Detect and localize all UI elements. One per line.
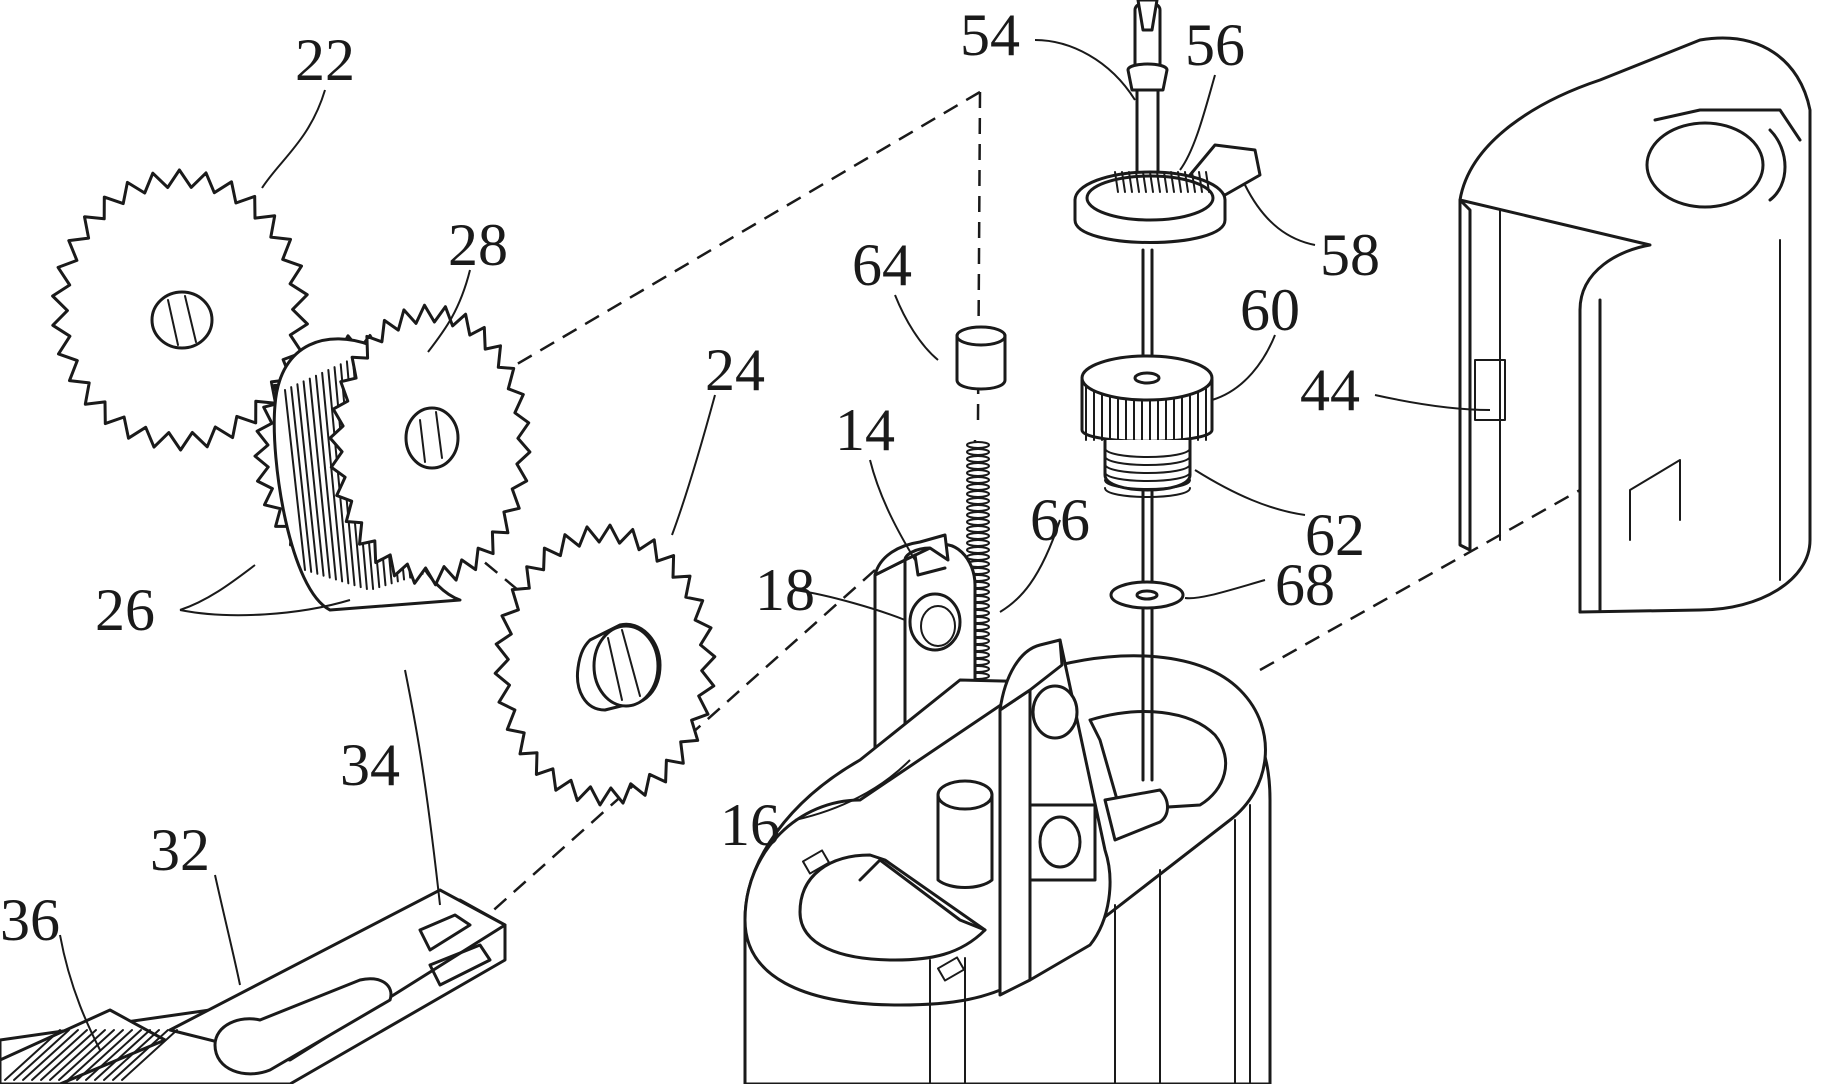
hatch-line bbox=[1170, 171, 1175, 193]
hatch-line bbox=[103, 1029, 160, 1081]
hatch-line bbox=[1163, 171, 1168, 193]
hatch-line bbox=[284, 389, 306, 571]
hatch-line bbox=[296, 383, 319, 575]
hatch-line bbox=[67, 1029, 124, 1081]
leader-lines bbox=[59, 39, 1491, 1051]
hatch-line bbox=[308, 377, 331, 579]
hatch-line bbox=[314, 374, 337, 581]
label-36: 36 bbox=[0, 887, 60, 953]
spring-coil bbox=[966, 462, 990, 470]
label-28: 28 bbox=[448, 212, 508, 278]
hatch-line bbox=[121, 1029, 178, 1081]
hatch-line bbox=[85, 1029, 142, 1081]
label-54: 54 bbox=[960, 2, 1020, 68]
spring-coil bbox=[966, 483, 990, 491]
label-68: 68 bbox=[1275, 552, 1335, 618]
gear-60 bbox=[1080, 354, 1214, 443]
valve-bracket bbox=[998, 638, 1169, 997]
label-34: 34 bbox=[340, 732, 400, 798]
spring-coil bbox=[966, 490, 990, 498]
reference-numerals: 22 28 24 26 64 14 18 66 16 34 32 36 54 5… bbox=[0, 2, 1380, 953]
hatch-line bbox=[321, 371, 344, 583]
spring-coil bbox=[966, 455, 990, 463]
label-58: 58 bbox=[1320, 222, 1380, 288]
spring-coil bbox=[1104, 447, 1191, 458]
spring-coil bbox=[966, 476, 990, 484]
hatch-line bbox=[1191, 171, 1196, 193]
spring-coil bbox=[966, 525, 990, 533]
label-56: 56 bbox=[1185, 12, 1245, 78]
gear-24 bbox=[493, 523, 717, 807]
striker-assembly-32 bbox=[0, 888, 507, 1084]
hatch-line bbox=[1114, 171, 1119, 193]
hatch-line bbox=[112, 1029, 169, 1081]
hatch-line bbox=[1205, 171, 1210, 193]
washer-68 bbox=[1109, 580, 1185, 610]
label-18: 18 bbox=[755, 557, 815, 623]
spring-coil bbox=[966, 504, 990, 512]
label-66: 66 bbox=[1030, 487, 1090, 553]
hatch-line bbox=[1135, 171, 1140, 193]
hatch-line bbox=[302, 380, 325, 577]
label-60: 60 bbox=[1240, 277, 1300, 343]
hatch-line bbox=[22, 1029, 79, 1081]
label-32: 32 bbox=[150, 817, 210, 883]
spring-coil bbox=[966, 539, 990, 547]
label-16: 16 bbox=[720, 792, 780, 858]
hatch-line bbox=[13, 1029, 70, 1081]
spring-coil bbox=[966, 553, 990, 561]
spring-coil bbox=[966, 511, 990, 519]
label-26: 26 bbox=[95, 577, 155, 643]
spring-coil bbox=[966, 469, 990, 477]
ring-56 bbox=[1073, 143, 1262, 244]
hatch-line bbox=[327, 369, 350, 585]
hatch-line bbox=[4, 1029, 61, 1081]
spring-coil bbox=[966, 441, 990, 449]
hatch-line bbox=[40, 1029, 97, 1081]
hatch-line bbox=[290, 386, 313, 573]
hatch-line bbox=[1149, 171, 1154, 193]
label-24: 24 bbox=[705, 337, 765, 403]
cover-44 bbox=[1458, 36, 1812, 614]
hatch-line bbox=[1121, 171, 1126, 193]
hatch-line bbox=[1198, 171, 1203, 193]
hatch-line bbox=[1142, 171, 1147, 193]
hatch-line bbox=[1184, 171, 1189, 193]
valve-shaft-54 bbox=[1126, 0, 1169, 782]
spring-coil bbox=[1104, 471, 1191, 482]
label-64: 64 bbox=[852, 232, 912, 298]
spring-coil bbox=[966, 448, 990, 456]
hatch-line bbox=[58, 1029, 115, 1081]
spring-coil bbox=[1104, 487, 1191, 498]
plug-64 bbox=[955, 325, 1007, 391]
spring-coil bbox=[966, 532, 990, 540]
label-44: 44 bbox=[1300, 357, 1360, 423]
spring-coil bbox=[966, 546, 990, 554]
gear-22 bbox=[51, 168, 309, 452]
spring-62 bbox=[1103, 438, 1192, 498]
hatch-line bbox=[1177, 171, 1182, 193]
hatch-line bbox=[1128, 171, 1133, 193]
spring-coil bbox=[966, 518, 990, 526]
label-14: 14 bbox=[835, 397, 895, 463]
hatch-line bbox=[76, 1029, 133, 1081]
label-22: 22 bbox=[295, 27, 355, 93]
spring-coil bbox=[1104, 463, 1191, 474]
hatch-line bbox=[31, 1029, 88, 1081]
gear-28 bbox=[253, 303, 532, 612]
spring-coil bbox=[966, 497, 990, 505]
label-62: 62 bbox=[1305, 502, 1365, 568]
hatch-line bbox=[49, 1029, 106, 1081]
spring-coil bbox=[1104, 479, 1191, 490]
hatch-line bbox=[1156, 171, 1161, 193]
hatch-line bbox=[94, 1029, 151, 1081]
spring-coil bbox=[1104, 455, 1191, 466]
